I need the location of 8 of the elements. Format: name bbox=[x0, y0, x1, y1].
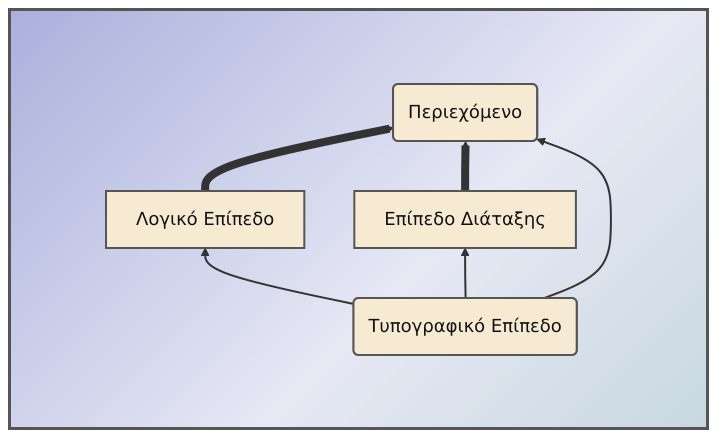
panel-background: Λογικό Επίπεδο Περιεχόμενο Επίπεδο Διάταξης Τυπογραφικό Επίπεδο bbox=[8, 8, 709, 430]
arrow bbox=[536, 137, 612, 299]
arrow bbox=[201, 124, 394, 190]
node-box bbox=[105, 190, 306, 248]
node-box bbox=[353, 190, 577, 248]
arrow bbox=[460, 247, 470, 298]
arrow bbox=[461, 140, 470, 190]
arrow bbox=[200, 247, 354, 304]
